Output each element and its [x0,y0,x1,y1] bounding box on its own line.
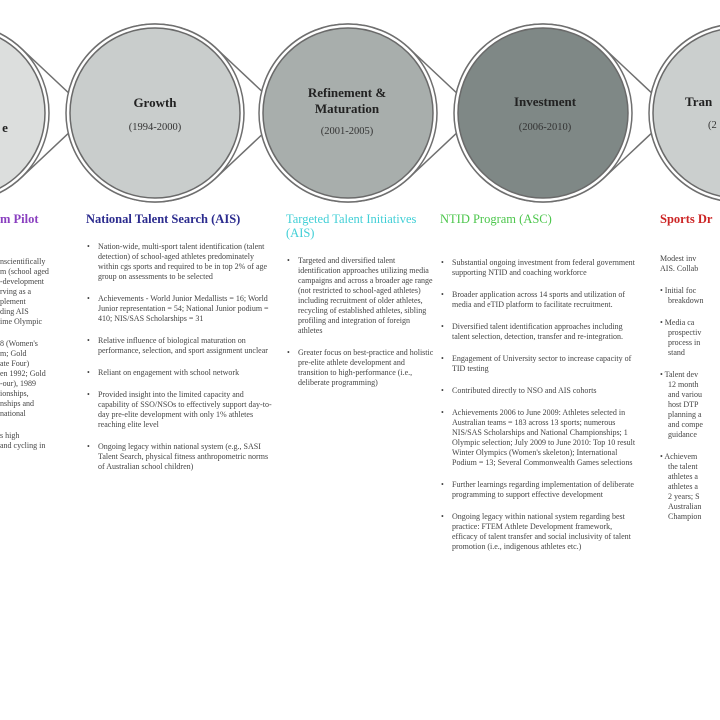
bullet-item: Diversified talent identification approa… [440,322,636,342]
stage-circle-ring [648,25,720,201]
text-fragment: guidance [668,430,697,439]
text-fragment: 12 month [668,380,699,389]
stage-circle [69,27,241,199]
bullet-item: Contributed directly to NSO and AIS coho… [440,386,636,396]
text-fragment: 2 years; S [668,492,700,501]
text-fragment: ding AIS [0,307,29,316]
stage-circle-ring [453,23,633,203]
bullet-item: Provided insight into the limited capaci… [86,390,272,430]
text-fragment: national [0,409,26,418]
bullet-item: Achievements 2006 to June 2009: Athletes… [440,408,636,468]
text-fragment: en 1992; Gold [0,369,46,378]
text-fragment: athletes a [668,472,698,481]
bullet-item: Nation-wide, multi-sport talent identifi… [86,242,272,282]
column-sports-heading: Sports Dr [660,212,713,226]
stage-circle [457,27,629,199]
text-fragment: rving as a [0,287,32,296]
stage-circle-ring [65,23,245,203]
text-fragment: Champion [668,512,702,521]
text-fragment: -our), 1989 [0,379,36,388]
stage-flow-diagram: e Growth (1994-2000) Refinement & Matura… [0,23,720,203]
text-fragment: stand [668,348,685,357]
bullet-item: Targeted and diversified talent identifi… [286,256,434,336]
column-nts-heading: National Talent Search (AIS) [86,212,241,226]
text-fragment: ionships, [0,389,29,398]
text-fragment: AIS. Collab [660,264,699,273]
text-fragment: athletes a [668,482,698,491]
text-fragment: and variou [668,390,702,399]
column-ntid-heading: NTID Program (ASC) [440,212,552,226]
stage-circle-ring [258,23,438,203]
text-fragment: Australian [668,502,702,511]
text-fragment: and compe [668,420,703,429]
column-pilot-heading: m Pilot [0,212,39,226]
text-fragment: Modest inv [660,254,697,263]
text-fragment: • Talent dev [660,370,699,379]
text-fragment: breakdown [668,296,704,305]
bullet-item: Ongoing legacy within national system (e… [86,442,272,472]
text-fragment: s high [0,431,20,440]
stage-transition-title: Tran [685,94,713,109]
text-fragment: ate Four) [0,359,30,368]
stage-refinement-years: (2001-2005) [321,126,374,137]
text-fragment: • Media ca [660,318,695,327]
stage-growth-title: Growth [133,95,177,110]
stage-circle-ring [0,32,50,194]
bullet-item: Substantial ongoing investment from fede… [440,258,636,278]
stage-growth-years: (1994-2000) [129,122,182,133]
text-fragment: 8 (Women's [0,339,38,348]
text-fragment: host DTP [668,400,699,409]
stage-0-title: e [2,120,8,135]
stage-circle [652,29,720,197]
text-fragment: • Achievem [660,452,698,461]
text-fragment: and cycling in [0,441,46,450]
text-fragment: prospectiv [668,328,702,337]
text-fragment: planning a [668,410,702,419]
text-fragment: the talent [668,462,698,471]
text-fragment: • Initial foc [660,286,697,295]
column-national-talent-search: National Talent Search (AIS) Nation-wide… [86,212,272,484]
stage-refinement-title-1: Refinement & [308,85,387,100]
bullet-item: Further learnings regarding implementati… [440,480,636,500]
bullet-item: Achievements - World Junior Medallists =… [86,294,272,324]
stage-refinement-title-2: Maturation [315,101,380,116]
text-fragment: plement [0,297,26,306]
text-fragment: process in [668,338,701,347]
bullet-item: Broader application across 14 sports and… [440,290,636,310]
text-fragment: nscientifically [0,257,46,266]
text-fragment: -development [0,277,44,286]
column-targeted-talent-initiatives: Targeted Talent Initiatives (AIS) Target… [286,212,434,400]
text-fragment: ime Olympic [0,317,42,326]
bullet-item: Reliant on engagement with school networ… [86,368,272,378]
stage-transition-years: (2 [708,120,717,131]
bullet-item: Relative influence of biological maturat… [86,336,272,356]
stage-investment-title: Investment [514,94,577,109]
bullet-item: Greater focus on best-practice and holis… [286,348,434,388]
text-fragment: m; Gold [0,349,27,358]
text-fragment: nships and [0,399,34,408]
stage-circle [262,27,434,199]
column-tti-heading: Targeted Talent Initiatives (AIS) [286,212,417,240]
column-ntid-program: NTID Program (ASC) Substantial ongoing i… [440,212,636,564]
bullet-item: Engagement of University sector to incre… [440,354,636,374]
stage-circle [0,37,46,189]
stage-investment-years: (2006-2010) [519,122,572,133]
text-fragment: m (school aged [0,267,49,276]
bullet-item: Ongoing legacy within national system re… [440,512,636,552]
